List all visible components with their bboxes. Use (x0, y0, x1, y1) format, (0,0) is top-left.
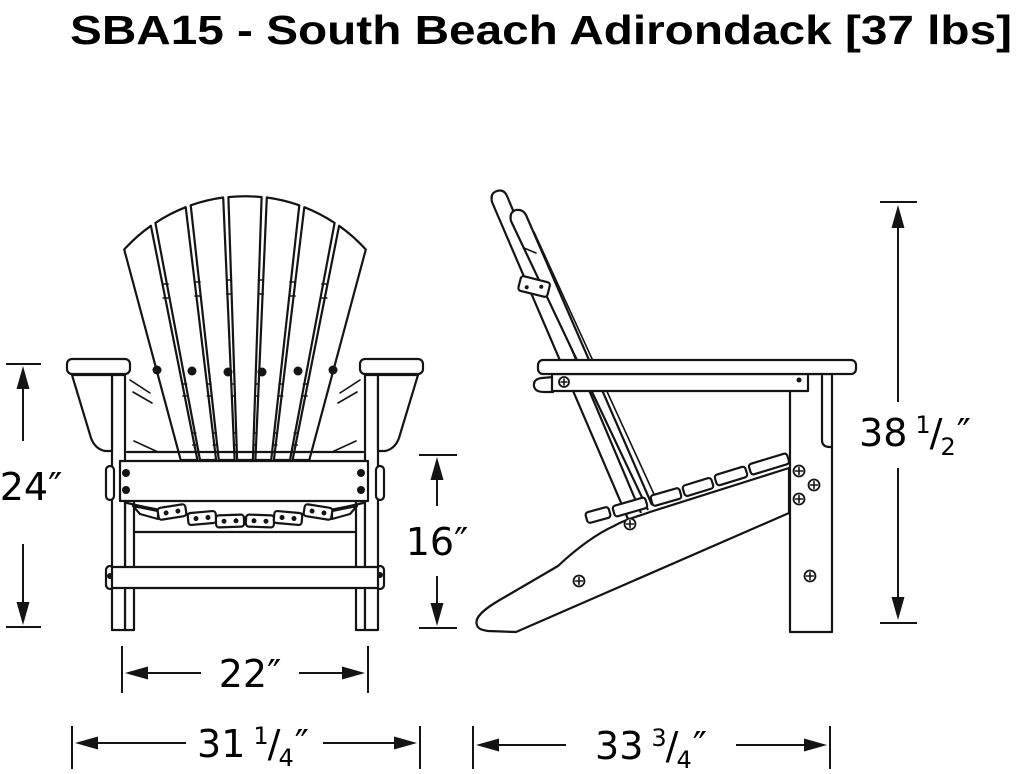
side-arm (532, 358, 858, 394)
seat-stringer (475, 466, 791, 634)
rear-leg (788, 372, 834, 634)
page-title: SBA15 - South Beach Adirondack [37 lbs] (70, 7, 1012, 53)
chair-back-slats (123, 195, 367, 462)
dim-seat-height-label: 16″ (406, 520, 469, 564)
front-view (65, 195, 425, 632)
side-back-post (490, 189, 659, 520)
side-view (475, 189, 858, 634)
back-bracket (517, 275, 551, 298)
seat-slats-front (125, 501, 365, 529)
back-screw-dots (152, 365, 338, 377)
dim-seat-width: 22″ (121, 646, 369, 696)
dim-seat-width-label: 22″ (219, 652, 282, 696)
seat-apron (118, 459, 370, 503)
dim-arm-height: 24″ (0, 363, 62, 628)
left-arm (65, 357, 159, 453)
rear-leg-screws (792, 464, 821, 583)
stringer-screws (572, 517, 637, 588)
seat-slats-side (584, 452, 791, 524)
right-arm (331, 357, 425, 453)
dim-arm-height-label: 24″ (0, 465, 62, 509)
dim-seat-height: 16″ (406, 454, 469, 629)
front-stretcher (104, 464, 386, 591)
